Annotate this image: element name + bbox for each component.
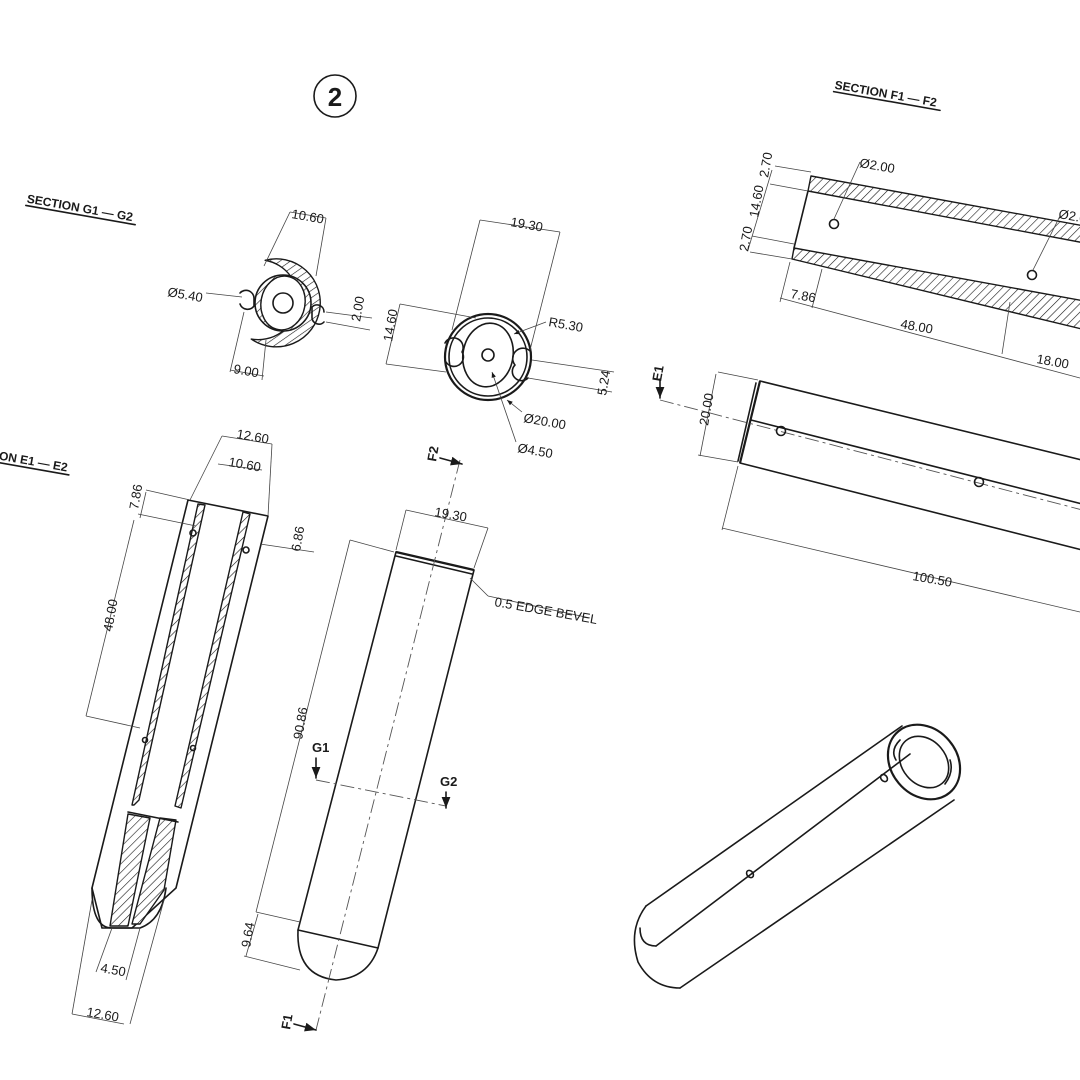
dim-side-length: 100.50	[911, 568, 953, 590]
dim-f-bore: 48.00	[899, 316, 934, 336]
dim-e-outer: 12.60	[235, 426, 270, 446]
dim-end-slot: 5.24	[594, 369, 613, 397]
cut-label-g1: G1	[312, 740, 329, 755]
dim-front-length: 90.86	[290, 706, 310, 741]
cut-label-g2: G2	[440, 774, 457, 789]
sheet-number-badge: 2	[313, 74, 357, 118]
dim-f-pin-a: Ø2.00	[858, 155, 895, 176]
svg-text:ON E1 — E2: ON E1 — E2	[0, 449, 69, 475]
sheet-number: 2	[328, 82, 342, 112]
section-title-f: SECTION F1 — F2	[832, 78, 941, 112]
dim-f-pin-b: Ø2.00	[1057, 206, 1080, 227]
section-g-view: 10.60 Ø5.40 2.00 9.00	[166, 206, 373, 380]
section-f-view: Ø2.00 Ø2.00 2.70 14.60 2.70 7.86 48.00 1…	[736, 151, 1080, 379]
dim-end-hole: Ø4.50	[516, 440, 553, 461]
dim-e-top: 7.86	[126, 483, 145, 511]
dim-e-pin: 6.86	[288, 525, 307, 553]
dim-e-bore: 48.00	[100, 598, 120, 633]
dim-end-outer: Ø20.00	[522, 410, 567, 432]
dim-g-width: 10.60	[290, 206, 325, 226]
dim-e-inner: 10.60	[227, 454, 262, 474]
end-view: 19.30 14.60 R5.30 5.24 Ø20.00 Ø4.50	[380, 214, 615, 461]
dim-f-inner: 14.60	[746, 184, 766, 219]
side-view: E1 20.00 100.50	[649, 364, 1080, 613]
dim-f-wall-bot: 2.70	[736, 225, 755, 253]
dim-end-radius: R5.30	[547, 314, 584, 335]
dim-e-hole: 4.50	[99, 960, 127, 979]
isometric-view	[633, 723, 962, 989]
dim-g-hole: Ø5.40	[166, 284, 203, 305]
cut-label-e1: E1	[649, 364, 667, 382]
dim-e-bottom: 12.60	[85, 1004, 120, 1024]
dim-end-height: 14.60	[380, 308, 400, 343]
dim-f-offset: 7.86	[789, 286, 817, 305]
cut-label-f1: F1	[278, 1013, 295, 1031]
dim-side-height: 20.00	[696, 392, 716, 427]
cut-label-f2: F2	[424, 445, 441, 463]
dim-front-tip: 9.64	[238, 921, 257, 949]
dim-end-width: 19.30	[509, 214, 544, 234]
dim-f-wall-top: 2.70	[756, 151, 775, 179]
dim-f-end: 18.00	[1035, 351, 1070, 371]
dim-g-slot: 2.00	[348, 295, 367, 323]
dim-front-width: 19.30	[433, 504, 468, 524]
section-title-e: ON E1 — E2	[0, 449, 70, 476]
dim-g-bottom: 9.00	[232, 361, 260, 380]
section-e-view: 12.60 10.60 7.86 6.86 48.00 4.50 12.60	[71, 426, 315, 1025]
bevel-note: 0.5 EDGE BEVEL	[493, 594, 598, 627]
section-title-g: SECTION G1 — G2	[25, 192, 136, 226]
